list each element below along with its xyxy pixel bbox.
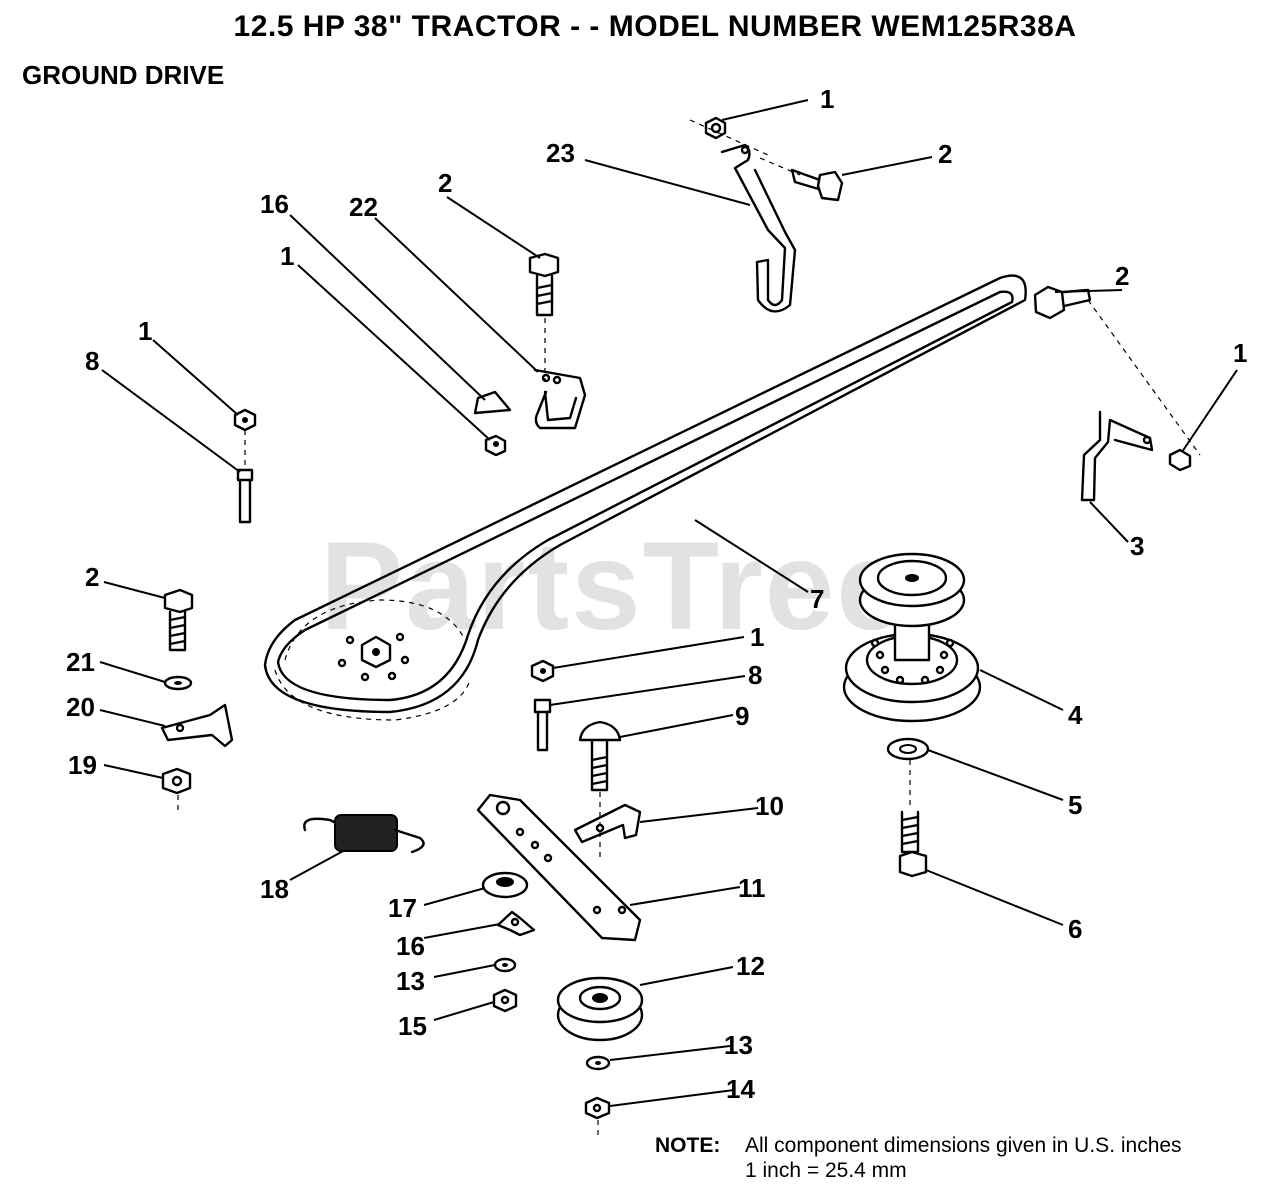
callout-16: 16 [396,931,425,961]
callout-9: 9 [735,701,749,731]
section-title: GROUND DRIVE [22,60,225,90]
callout-14: 14 [726,1074,755,1104]
callout-10: 10 [755,791,784,821]
callout-3: 3 [1130,531,1144,561]
pulley-part-12 [556,976,644,1135]
nut-stud-part-8 [233,408,257,524]
idler-arm-part-11 [476,793,642,942]
callout-4: 4 [1068,700,1083,730]
bracket-part-22 [473,368,587,457]
page-title: 12.5 HP 38" TRACTOR - - MODEL NUMBER WEM… [233,10,1077,43]
callout-2: 2 [85,562,99,592]
pulley-part-4 [842,552,982,878]
callout-2: 2 [438,168,452,198]
callout-1: 1 [1233,338,1247,368]
note-line1: All component dimensions given in U.S. i… [745,1134,1182,1157]
note-label: NOTE: [655,1134,721,1157]
callout-1: 1 [138,316,152,346]
bracket-part-3 [1033,285,1201,502]
callout-23: 23 [546,138,575,168]
leader-lines [99,99,1238,1107]
callout-13: 13 [724,1030,753,1060]
callout-11: 11 [738,873,766,903]
callout-1: 1 [820,84,834,114]
bolt-part-2-top [528,252,560,380]
dimension-note: NOTE: All component dimensions given in U… [655,1133,1182,1183]
callout-22: 22 [349,192,378,222]
callout-17: 17 [388,893,417,923]
callout-5: 5 [1068,790,1082,820]
callout-labels: 1 23 2 2 1 3 2 16 22 1 1 8 7 2 1 4 21 8 … [66,84,1247,1104]
spring-part-18 [303,814,425,854]
callout-15: 15 [398,1011,427,1041]
callout-16: 16 [260,189,289,219]
callout-19: 19 [68,750,97,780]
note-line2: 1 inch = 25.4 mm [745,1159,907,1182]
callout-12: 12 [736,951,765,981]
callout-7: 7 [810,584,824,614]
callout-13: 13 [396,966,425,996]
bracket-part-23 [689,116,844,313]
belt-part-7 [263,274,1027,721]
hardware-lower-left [481,871,536,1013]
callout-8: 8 [85,346,99,376]
watermark: PartsTree [320,517,908,656]
callout-21: 21 [66,647,95,677]
callout-1: 1 [750,622,764,652]
callout-20: 20 [66,692,95,722]
callout-8: 8 [748,660,762,690]
callout-2: 2 [1115,261,1129,291]
callout-18: 18 [260,874,289,904]
callout-6: 6 [1068,914,1082,944]
callout-1: 1 [280,241,294,271]
bolt-part-2-left [160,588,234,815]
callout-2: 2 [938,139,952,169]
